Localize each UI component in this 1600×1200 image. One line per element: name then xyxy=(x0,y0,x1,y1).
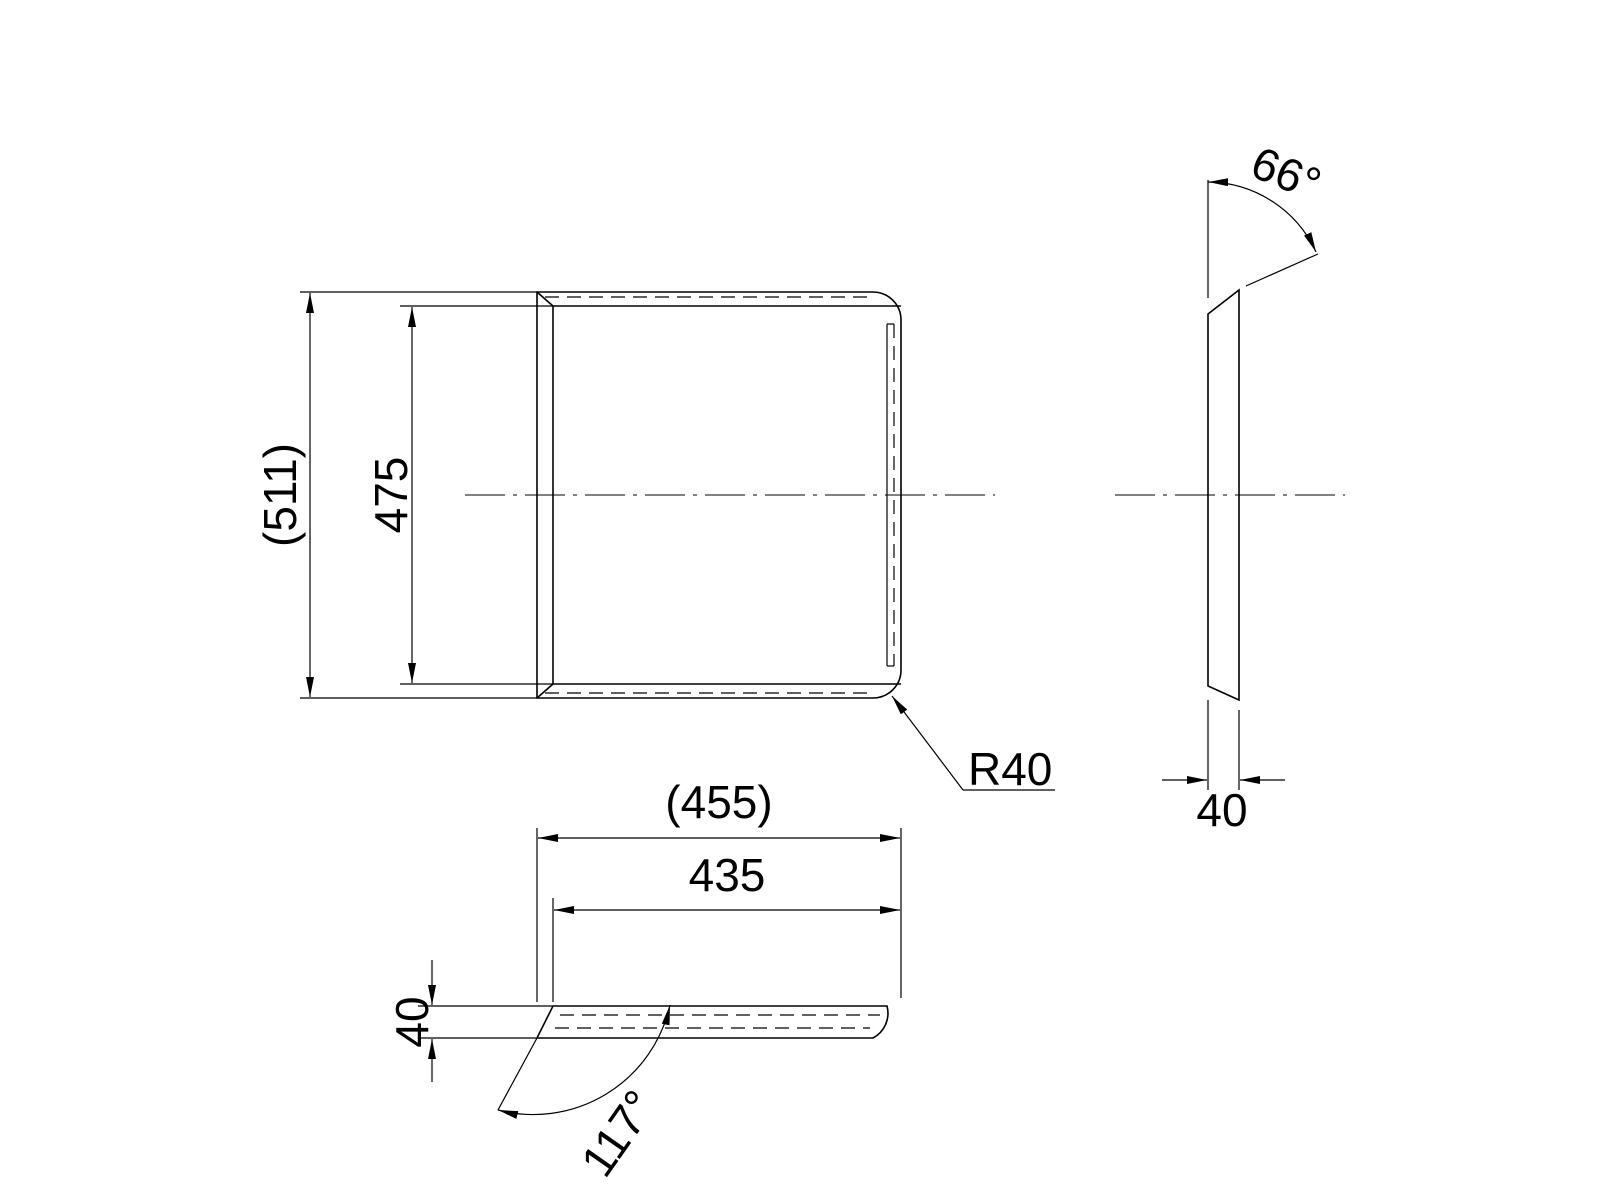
angle-66-arc xyxy=(1207,178,1317,253)
dim-455-label: (455) xyxy=(665,776,772,828)
dim-bottom40-label: 40 xyxy=(386,996,438,1047)
angle-66-ref-slant xyxy=(1245,253,1319,287)
r40-label: R40 xyxy=(968,743,1052,795)
bottom-view: (455) 435 40 117° xyxy=(386,776,902,1186)
front-outer-outline xyxy=(536,291,902,699)
front-chamfer-bottom xyxy=(536,683,554,699)
front-chamfer-top xyxy=(536,291,554,307)
angle-117-ref-slant xyxy=(497,1037,538,1111)
side-profile xyxy=(1207,288,1240,702)
dim-475-label: 475 xyxy=(365,457,417,534)
bottom-profile xyxy=(535,1005,889,1039)
dim-side40-label: 40 xyxy=(1196,784,1247,836)
angle-117-arc xyxy=(497,1004,671,1119)
dim-511-label: (511) xyxy=(254,443,306,547)
r40-leader xyxy=(891,695,964,791)
dim-435-label: 435 xyxy=(689,849,766,901)
front-view: (511) 475 R40 xyxy=(254,291,1055,795)
angle-66-label: 66° xyxy=(1244,136,1328,210)
side-view: 66° 40 xyxy=(1115,136,1345,836)
angle-117-label: 117° xyxy=(571,1081,666,1186)
